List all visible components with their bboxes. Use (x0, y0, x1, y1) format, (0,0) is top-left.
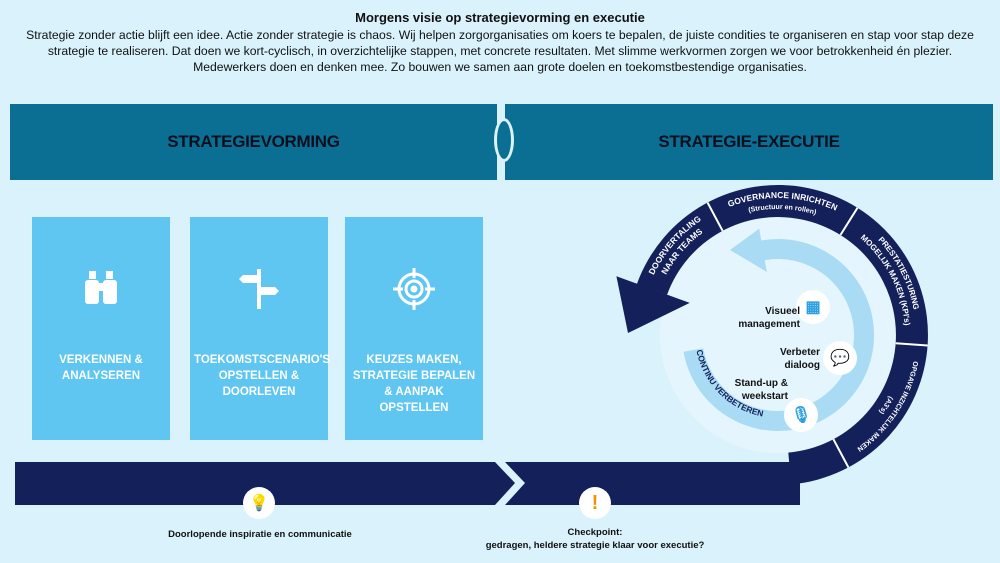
chat-icon: 💬 (823, 341, 857, 375)
intro: Morgens visie op strategievorming en exe… (0, 10, 1000, 75)
checkpoint-title: Checkpoint: (567, 527, 623, 538)
caption-checkpoint: Checkpoint: gedragen, heldere strategie k… (460, 526, 730, 552)
card-toekomstscenarios: TOEKOMSTSCENARIO'S OPSTELLEN & DOORLEVEN (190, 217, 331, 440)
card-verkennen: VERKENNEN & ANALYSEREN (32, 217, 170, 440)
item-label: dialoog (784, 360, 820, 371)
lightbulb-icon: 💡 (243, 487, 275, 519)
bottom-arrow-right (505, 462, 800, 505)
segment-divider (895, 342, 928, 347)
signpost-icon (190, 267, 328, 317)
puzzle-connector (494, 118, 514, 162)
item-visueel: Visueel management (720, 305, 800, 331)
item-label: weekstart (741, 391, 788, 402)
segment-divider (839, 207, 859, 236)
exclamation-mark: ! (591, 491, 599, 514)
binoculars-icon (32, 267, 170, 317)
band-strategie-executie: STRATEGIE-EXECUTIE (505, 104, 993, 180)
bottom-arrow-left (15, 462, 515, 505)
caption-inspiratie: Doorlopende inspiratie en communicatie (168, 529, 352, 540)
card-keuzes: KEUZES MAKEN, STRATEGIE BEPALEN & AANPAK… (345, 217, 483, 440)
item-label: Verbeter (779, 347, 820, 358)
item-label: Visueel (765, 306, 800, 317)
page-title: Morgens visie op strategievorming en exe… (355, 10, 645, 25)
item-standup: Stand-up & weekstart (700, 377, 788, 403)
band-label: STRATEGIE-EXECUTIE (658, 132, 840, 151)
checkpoint-text: gedragen, heldere strategie klaar voor e… (485, 540, 705, 551)
item-label: Stand-up & (734, 378, 788, 389)
item-label: management (738, 319, 800, 330)
card-label: KEUZES MAKEN, STRATEGIE BEPALEN & AANPAK… (352, 354, 476, 414)
segment-divider (832, 438, 850, 468)
target-icon (345, 267, 483, 317)
card-label: TOEKOMSTSCENARIO'S OPSTELLEN & DOORLEVEN (194, 354, 331, 398)
checkpoint-icon: ! (579, 487, 611, 519)
map-icon: ▦ (796, 290, 830, 324)
segment-divider (706, 202, 724, 232)
band-label: STRATEGIEVORMING (167, 132, 340, 151)
microphone-icon: 🎙 (784, 398, 818, 432)
band-strategievorming: STRATEGIEVORMING (10, 104, 497, 180)
intro-text: Strategie zonder actie blijft een idee. … (26, 28, 974, 74)
card-label: VERKENNEN & ANALYSEREN (59, 354, 143, 382)
item-verbeter: Verbeter dialoog (740, 346, 820, 372)
